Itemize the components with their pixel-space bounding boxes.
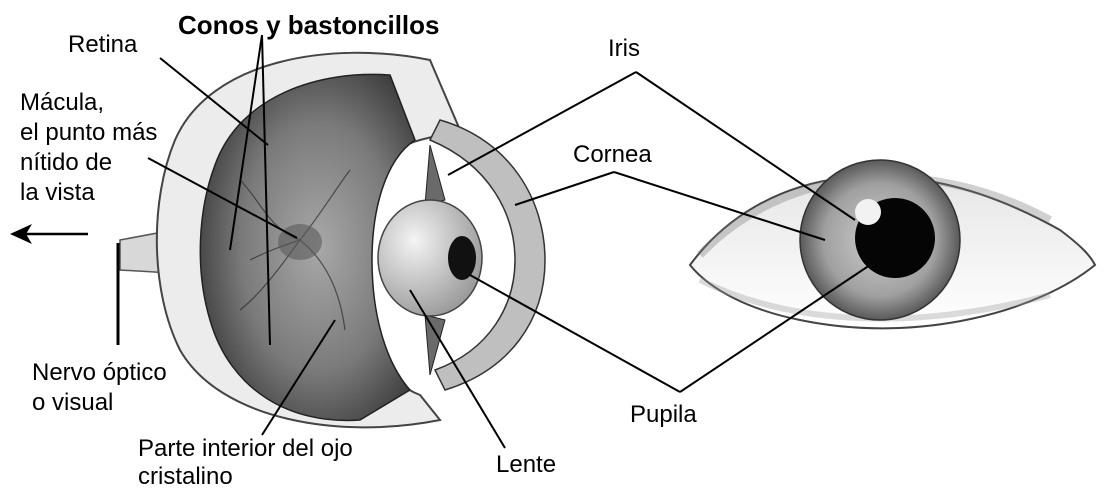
label-macula-line-3: nítido de — [20, 150, 112, 176]
label-macula-line-1: Mácula, — [20, 90, 104, 116]
label-nervio-line-1: Nervo óptico — [32, 360, 167, 386]
label-parte-line-2: cristalino — [138, 464, 233, 490]
label-pupila: Pupila — [630, 402, 697, 428]
label-macula-line-4: la vista — [20, 180, 95, 206]
leader-iris-right — [636, 72, 855, 220]
arrow-left-icon — [10, 224, 88, 244]
label-macula-line-2: el punto más — [20, 120, 157, 146]
label-nervio-line-2: o visual — [32, 390, 113, 416]
label-retina: Retina — [68, 32, 137, 58]
leader-cornea-left — [515, 172, 614, 205]
label-lente: Lente — [496, 452, 556, 478]
label-parte-line-1: Parte interior del ojo — [138, 436, 353, 462]
lens — [378, 200, 482, 316]
label-cornea: Cornea — [573, 142, 652, 168]
label-conos-y-bastoncillos: Conos y bastoncillos — [178, 12, 440, 38]
external-eye — [690, 160, 1095, 328]
label-iris: Iris — [608, 36, 640, 62]
leader-lente — [410, 290, 505, 448]
